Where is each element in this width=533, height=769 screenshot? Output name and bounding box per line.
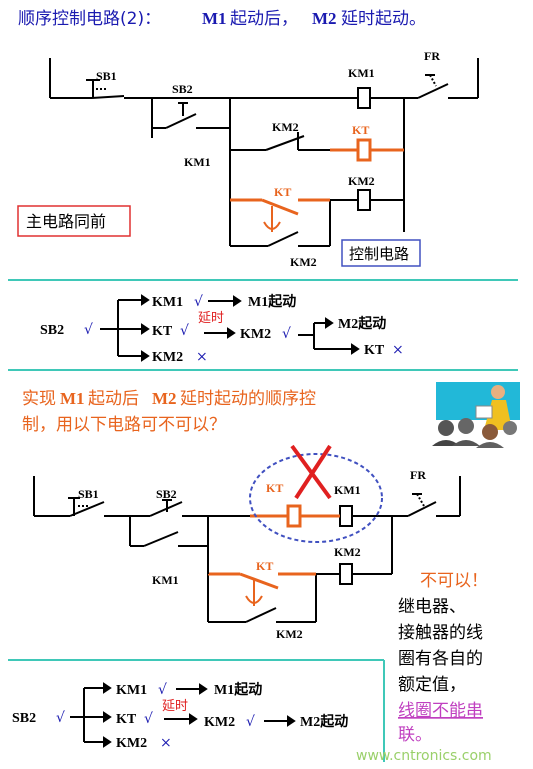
sequence-2: SB2 √ KM1 √ M1起动 KT √ 延时 KM2 √ M2起动 KM2 …	[12, 681, 348, 751]
seq1-kt2-cross: ×	[392, 342, 404, 358]
answer-no: 不可以！	[420, 571, 488, 591]
b-km2-coil-label: KM2	[334, 545, 361, 559]
fr-label: FR	[424, 49, 440, 63]
seq2-km2: KM2	[204, 715, 235, 730]
seq2-kt-check: √	[144, 711, 153, 727]
teacher-clipart	[432, 382, 520, 448]
main-circuit-box	[17, 205, 131, 237]
seq2-delay: 延时	[162, 699, 188, 714]
kt-coil-label: KT	[352, 123, 369, 137]
bottom-kt-orange	[208, 504, 340, 606]
q-line1-c: 延时起动的顺序控	[180, 389, 316, 409]
seq1-kt-check: √	[180, 323, 189, 339]
seq1-km2b-cross: ×	[196, 349, 208, 365]
main-circuit-text: 主电路同前	[26, 212, 106, 231]
seq1-kt: KT	[152, 324, 173, 339]
watermark: www.cntronics.com	[356, 748, 492, 764]
title-m2: M2	[312, 9, 337, 28]
seq1-m1start: M1起动	[248, 293, 296, 310]
km2-hold-label: KM2	[290, 255, 317, 269]
b-kt-contact-label: KT	[256, 559, 273, 573]
control-circuit-text: 控制电路	[349, 245, 409, 263]
answer-l5: 线圈不能串	[398, 701, 483, 721]
b-km1-aux-label: KM1	[152, 573, 179, 587]
q-line2: 制，用以下电路可不可以？	[22, 415, 226, 435]
series-coils-ellipse	[249, 453, 383, 543]
sb1-label: SB1	[96, 69, 117, 83]
seq1-km2-check: √	[282, 326, 291, 342]
answer-l1: 继电器、	[398, 597, 466, 617]
km1-aux-label: KM1	[184, 155, 211, 169]
top-kt-orange	[230, 138, 404, 232]
b-km2-hold-label: KM2	[276, 627, 303, 641]
seq2-kt: KT	[116, 712, 137, 727]
seq1-kt2: KT	[364, 343, 385, 358]
seq2-m2start: M2起动	[300, 713, 348, 730]
seq2-km1: KM1	[116, 683, 147, 698]
km2-nc-label: KM2	[272, 120, 299, 134]
q-line1-b: 起动后	[88, 389, 139, 409]
answer-l3: 圈有各自的	[398, 649, 483, 669]
seq2-km2-check: √	[246, 714, 255, 730]
seq1-km1-check: √	[194, 294, 203, 310]
q-m1: M1	[60, 389, 85, 408]
answer-l2: 接触器的线	[398, 623, 483, 643]
answer-l6: 联。	[398, 725, 432, 745]
answer-l4: 额定值，	[398, 675, 466, 695]
seq2-km1-check: √	[158, 682, 167, 698]
km1-coil-label: KM1	[348, 66, 375, 80]
kt-contact-label: KT	[274, 185, 291, 199]
seq1-km2: KM2	[240, 327, 271, 342]
b-sb1-label: SB1	[78, 487, 99, 501]
q-line1-a: 实现	[22, 389, 56, 409]
seq1-m2start: M2起动	[338, 315, 386, 332]
seq1-sb2: SB2	[40, 323, 64, 338]
red-cross-mark	[290, 444, 332, 500]
q-m2: M2	[152, 389, 177, 408]
seq2-m1start: M1起动	[214, 681, 262, 698]
title-m1: M1	[202, 9, 227, 28]
sb2-label: SB2	[172, 82, 193, 96]
seq2-km2b: KM2	[116, 736, 147, 751]
seq2-sb2-check: √	[56, 710, 65, 726]
b-fr-label: FR	[410, 468, 426, 482]
seq1-sb2-check: √	[84, 322, 93, 338]
b-km1-coil-label: KM1	[334, 483, 361, 497]
title-suffix: 延时起动。	[341, 9, 426, 29]
b-kt-coil-label: KT	[266, 481, 283, 495]
title-prefix: 顺序控制电路(2)：	[18, 9, 161, 29]
b-sb2-label: SB2	[156, 487, 177, 501]
control-circuit-box	[341, 239, 421, 267]
seq2-km2b-cross: ×	[160, 735, 172, 751]
seq1-delay: 延时	[198, 311, 224, 326]
sequence-1: SB2 √ KM1 √ M1起动 KT √ 延时 KM2 √ M2起动 KT ×…	[40, 293, 404, 365]
top-circuit-wires	[49, 58, 479, 247]
seq1-km1: KM1	[152, 295, 183, 310]
seq2-sb2: SB2	[12, 711, 36, 726]
title-mid: 起动后，	[230, 9, 298, 29]
km2-coil-label: KM2	[348, 174, 375, 188]
seq1-km2b: KM2	[152, 350, 183, 365]
